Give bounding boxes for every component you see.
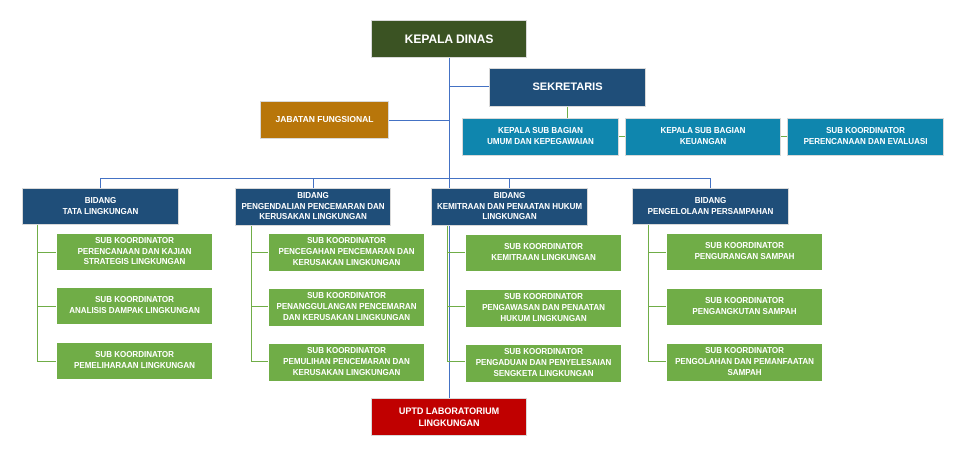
node-label-line2: KEMITRAAN LINGKUNGAN xyxy=(491,253,596,262)
node-sub-section-finance[interactable]: KEPALA SUB BAGIAN KEUANGAN xyxy=(625,118,781,156)
connector-d2-c3 xyxy=(251,361,269,362)
connector-d3-c1 xyxy=(447,252,465,253)
node-coordinator[interactable]: SUB KOORDINATOR KEMITRAAN LINGKUNGAN xyxy=(465,234,622,272)
node-coordinator[interactable]: SUB KOORDINATOR PEMELIHARAAN LINGKUNGAN xyxy=(56,342,213,380)
node-label-line1: SUB KOORDINATOR xyxy=(95,350,174,360)
connector-dept-3 xyxy=(509,178,510,188)
node-coordinator[interactable]: SUB KOORDINATOR PENCEGAHAN PENCEMARAN DA… xyxy=(268,233,425,272)
node-label-line1: KEPALA SUB BAGIAN xyxy=(498,126,583,136)
node-label-line1: SUB KOORDINATOR xyxy=(504,292,583,302)
connector-trunk xyxy=(449,57,450,399)
node-label-line2: KEUANGAN xyxy=(679,137,727,146)
connector-d4-c2 xyxy=(648,306,668,307)
node-label-line1: UPTD LABORATORIUM xyxy=(398,405,500,416)
node-label-line1: SUB KOORDINATOR xyxy=(307,291,386,301)
connector-d3-c3 xyxy=(447,361,465,362)
node-head[interactable]: KEPALA DINAS xyxy=(371,20,527,58)
node-functional[interactable]: JABATAN FUNGSIONAL xyxy=(260,101,389,139)
node-label-line1: SUB KOORDINATOR xyxy=(95,295,174,305)
node-coordinator[interactable]: SUB KOORDINATOR PENGURANGAN SAMPAH xyxy=(666,233,823,271)
node-label-line1: BIDANG xyxy=(297,190,329,200)
connector-dept-3-vertical xyxy=(447,226,448,362)
connector-d1-c3 xyxy=(37,361,57,362)
node-head-label: KEPALA DINAS xyxy=(404,31,494,46)
node-uptd-laboratory[interactable]: UPTD LABORATORIUM LINGKUNGAN xyxy=(371,398,527,436)
connector-dept-1-vertical xyxy=(37,224,38,362)
node-sub-section-general-affairs[interactable]: KEPALA SUB BAGIAN UMUM DAN KEPEGAWAIAN xyxy=(462,118,619,156)
node-label-line2: PENGANGKUTAN SAMPAH xyxy=(692,307,797,316)
node-label-line2: PEMELIHARAAN LINGKUNGAN xyxy=(74,361,195,370)
node-label-line2: UMUM DAN KEPEGAWAIAN xyxy=(487,137,594,146)
connector-d4-c3 xyxy=(648,361,668,362)
node-label-line2: PENGOLAHAN DAN PEMANFAATAN SAMPAH xyxy=(675,357,814,377)
connector-departments-bar xyxy=(100,178,711,179)
node-department-environment-planning[interactable]: BIDANG TATA LINGKUNGAN xyxy=(22,188,179,225)
connector-sub-1-2 xyxy=(618,136,626,137)
node-label-line1: KEPALA SUB BAGIAN xyxy=(660,126,746,136)
node-coordinator[interactable]: SUB KOORDINATOR PENGANGKUTAN SAMPAH xyxy=(666,288,823,326)
node-label-line1: SUB KOORDINATOR xyxy=(307,236,386,246)
node-label-line2: PENGELOLAAN PERSAMPAHAN xyxy=(647,206,774,216)
connector-dept-4-vertical xyxy=(648,224,649,362)
node-label-line1: SUB KOORDINATOR xyxy=(504,242,583,252)
node-label-line1: SUB KOORDINATOR xyxy=(705,241,784,251)
connector-d1-c1 xyxy=(37,252,57,253)
node-coordinator[interactable]: SUB KOORDINATOR PENANGGULANGAN PENCEMARA… xyxy=(268,288,425,327)
node-label-line1: SUB KOORDINATOR xyxy=(705,346,784,356)
node-department-pollution-control[interactable]: BIDANG PENGENDALIAN PENCEMARAN DAN KERUS… xyxy=(235,188,391,226)
node-label-line2: PERENCANAAN DAN EVALUASI xyxy=(803,137,928,146)
node-label-line2: PENGENDALIAN PENCEMARAN DAN KERUSAKAN LI… xyxy=(241,201,385,222)
node-coordinator[interactable]: SUB KOORDINATOR ANALISIS DAMPAK LINGKUNG… xyxy=(56,287,213,325)
node-label-line2: PENCEGAHAN PENCEMARAN DAN KERUSAKAN LING… xyxy=(278,247,415,267)
node-label-line1: BIDANG xyxy=(84,195,117,205)
node-label-line1: SUB KOORDINATOR xyxy=(95,235,174,245)
node-label-line2: PENANGGULANGAN PENCEMARAN DAN KERUSAKAN … xyxy=(276,302,417,322)
node-secretary-label: SEKRETARIS xyxy=(532,81,603,94)
node-label-line1: SUB KOORDINATOR xyxy=(826,126,905,136)
node-coordinator[interactable]: SUB KOORDINATOR PEMULIHAN PENCEMARAN DAN… xyxy=(268,343,425,382)
connector-d2-c1 xyxy=(251,252,269,253)
node-coordinator[interactable]: SUB KOORDINATOR PENGOLAHAN DAN PEMANFAAT… xyxy=(666,343,823,382)
node-label-line1: BIDANG xyxy=(694,195,727,205)
node-functional-label: JABATAN FUNGSIONAL xyxy=(275,114,374,125)
node-label-line1: SUB KOORDINATOR xyxy=(504,347,583,357)
node-label-line2: PEMULIHAN PENCEMARAN DAN KERUSAKAN LINGK… xyxy=(283,357,410,377)
node-label-line2: PENGAWASAN DAN PENAATAN HUKUM LINGKUNGAN xyxy=(482,303,605,323)
connector-dept-2 xyxy=(313,178,314,188)
connector-d3-c2 xyxy=(447,306,465,307)
connector-d4-c1 xyxy=(648,252,668,253)
node-secretary[interactable]: SEKRETARIS xyxy=(489,68,646,107)
connector-d2-c2 xyxy=(251,306,269,307)
connector-dept-1 xyxy=(100,178,101,188)
connector-functional xyxy=(389,120,449,121)
node-label-line2: KEMITRAAN DAN PENAATAN HUKUM LINGKUNGAN xyxy=(436,201,583,222)
node-coordinator[interactable]: SUB KOORDINATOR PENGADUAN DAN PENYELESAI… xyxy=(465,344,622,383)
node-label-line2: TATA LINGKUNGAN xyxy=(62,206,139,216)
node-sub-section-planning[interactable]: SUB KOORDINATOR PERENCANAAN DAN EVALUASI xyxy=(787,118,944,156)
node-label-line2: PERENCANAAN DAN KAJIAN STRATEGIS LINGKUN… xyxy=(77,246,192,267)
node-label-line2: PENGADUAN DAN PENYELESAIAN SENGKETA LING… xyxy=(475,358,612,378)
node-coordinator[interactable]: SUB KOORDINATOR PERENCANAAN DAN KAJIAN S… xyxy=(56,233,213,271)
node-label-line1: SUB KOORDINATOR xyxy=(705,296,784,306)
node-label-line2: LINGKUNGAN xyxy=(418,418,480,428)
node-label-line2: PENGURANGAN SAMPAH xyxy=(694,252,795,261)
node-label-line2: ANALISIS DAMPAK LINGKUNGAN xyxy=(69,306,200,315)
node-label-line1: SUB KOORDINATOR xyxy=(307,346,386,356)
node-coordinator[interactable]: SUB KOORDINATOR PENGAWASAN DAN PENAATAN … xyxy=(465,289,622,328)
connector-d1-c2 xyxy=(37,306,57,307)
connector-secretary-sub xyxy=(567,106,568,119)
connector-dept-4 xyxy=(710,178,711,188)
node-department-partnership-law[interactable]: BIDANG KEMITRAAN DAN PENAATAN HUKUM LING… xyxy=(431,188,588,226)
connector-sub-2-3 xyxy=(780,136,788,137)
node-label-line1: BIDANG xyxy=(493,190,526,200)
node-department-waste-management[interactable]: BIDANG PENGELOLAAN PERSAMPAHAN xyxy=(632,188,789,225)
connector-dept-2-vertical xyxy=(251,226,252,362)
connector-secretary xyxy=(449,86,489,87)
